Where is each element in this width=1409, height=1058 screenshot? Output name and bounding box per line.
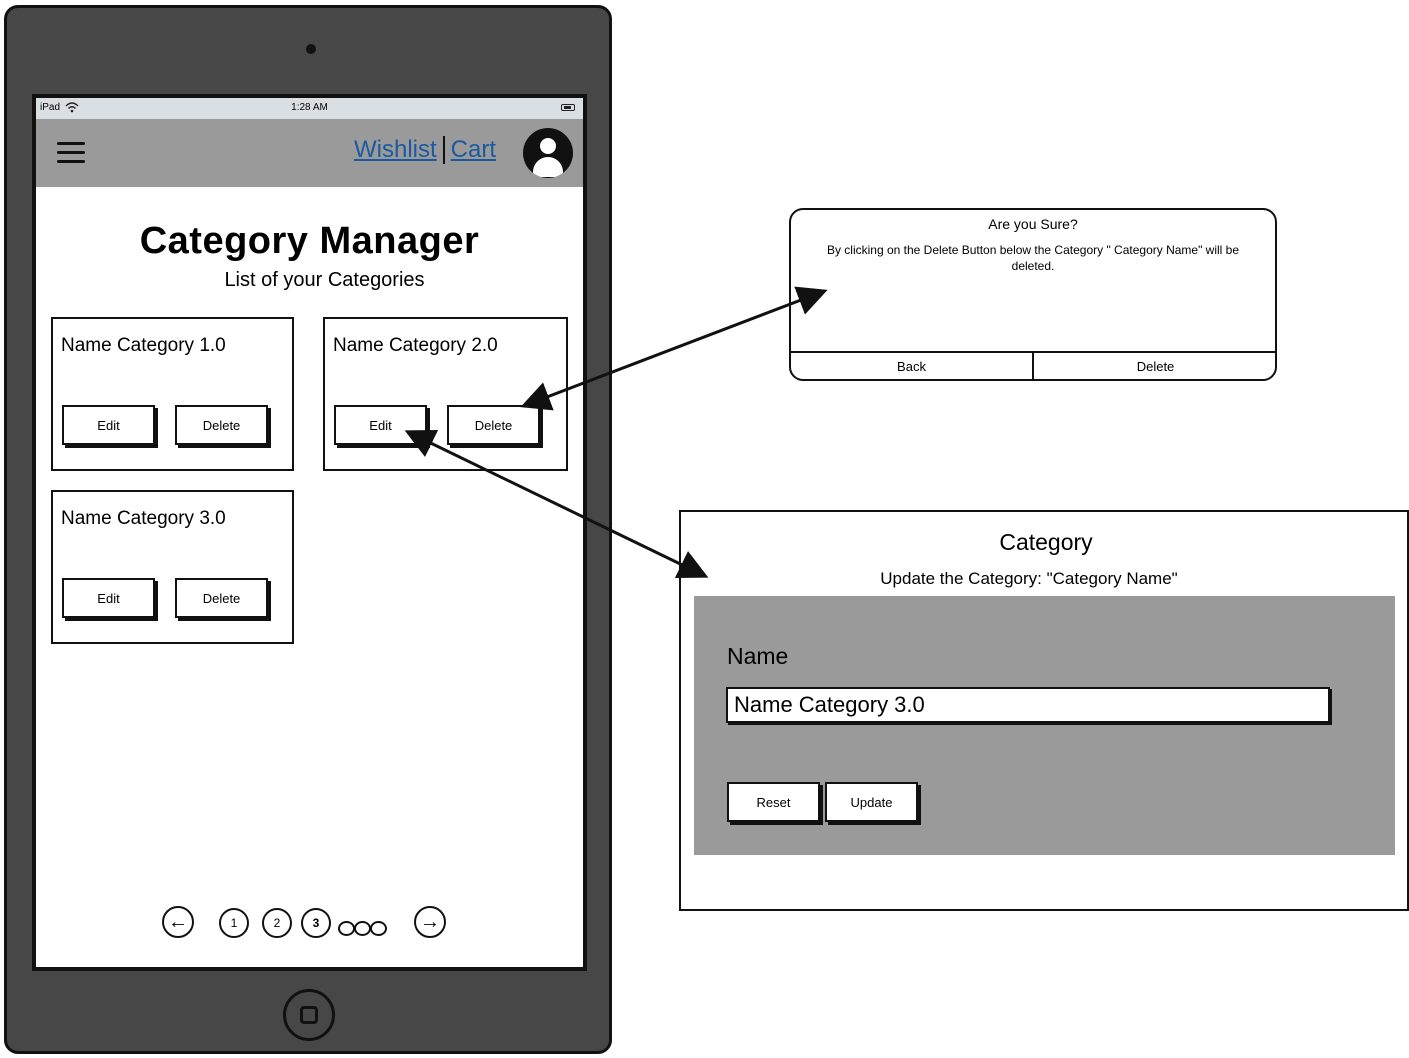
dialog-message: By clicking on the Delete Button below t… [826, 243, 1240, 273]
edit-button[interactable]: Edit [62, 405, 155, 445]
name-field-label: Name [727, 643, 789, 669]
carrier-label: iPad [40, 102, 61, 113]
category-name: Name Category 2.0 [333, 335, 498, 356]
delete-button[interactable]: Delete [447, 405, 540, 445]
camera-icon [306, 44, 316, 54]
confirm-delete-button[interactable]: Delete [1136, 358, 1175, 374]
edit-button[interactable]: Edit [334, 405, 427, 445]
page-2-button[interactable]: 2 [262, 908, 292, 938]
delete-confirm-dialog: Are you Sure? By clicking on the Delete … [789, 208, 1277, 381]
status-time: 1:28 AM [291, 102, 328, 113]
category-card: Name Category 3.0 Edit Delete [51, 490, 294, 644]
panel-title: Category [999, 529, 1093, 555]
home-button-icon[interactable] [283, 989, 335, 1041]
more-pages-indicator [370, 921, 387, 936]
cart-link[interactable]: Cart [450, 136, 497, 163]
wishlist-link[interactable]: Wishlist [354, 136, 437, 163]
delete-button[interactable]: Delete [175, 405, 268, 445]
tablet-screen: iPad 1:28 AM Wishlist Cart Category Manag… [32, 94, 587, 971]
more-pages-indicator [338, 921, 355, 936]
battery-icon [561, 104, 575, 111]
category-edit-panel: Category Update the Category: "Category … [679, 510, 1409, 911]
category-card: Name Category 2.0 Edit Delete [323, 317, 568, 471]
nav-divider [442, 136, 445, 164]
name-field[interactable] [726, 687, 1330, 723]
panel-subtitle: Update the Category: "Category Name" [880, 569, 1178, 588]
reset-button[interactable]: Reset [727, 782, 820, 822]
category-name: Name Category 1.0 [61, 335, 226, 356]
page-title: Category Manager [139, 220, 480, 262]
status-bar: iPad 1:28 AM [36, 98, 583, 119]
delete-button[interactable]: Delete [175, 578, 268, 618]
more-pages-indicator [354, 921, 371, 936]
category-card: Name Category 1.0 Edit Delete [51, 317, 294, 471]
tablet-device: iPad 1:28 AM Wishlist Cart Category Manag… [4, 5, 612, 1054]
arrow-left-icon[interactable]: ← [162, 906, 194, 938]
app-header: Wishlist Cart [36, 119, 583, 187]
user-avatar-icon[interactable] [523, 128, 573, 178]
category-form: Name Reset Update [694, 596, 1395, 855]
wifi-icon [65, 102, 79, 113]
hamburger-menu-icon[interactable] [57, 140, 87, 166]
page-3-button[interactable]: 3 [301, 908, 331, 938]
back-button[interactable]: Back [791, 353, 1034, 379]
edit-button[interactable]: Edit [62, 578, 155, 618]
header-nav: Wishlist Cart [354, 136, 496, 164]
page-subtitle: List of your Categories [224, 269, 425, 291]
dialog-footer: Back Delete [791, 351, 1275, 379]
update-button[interactable]: Update [825, 782, 918, 822]
category-name: Name Category 3.0 [61, 508, 226, 529]
page-1-button[interactable]: 1 [219, 908, 249, 938]
dialog-title: Are you Sure? [988, 216, 1078, 232]
pagination: ← 1 2 3 → [36, 906, 583, 942]
arrow-right-icon[interactable]: → [414, 906, 446, 938]
